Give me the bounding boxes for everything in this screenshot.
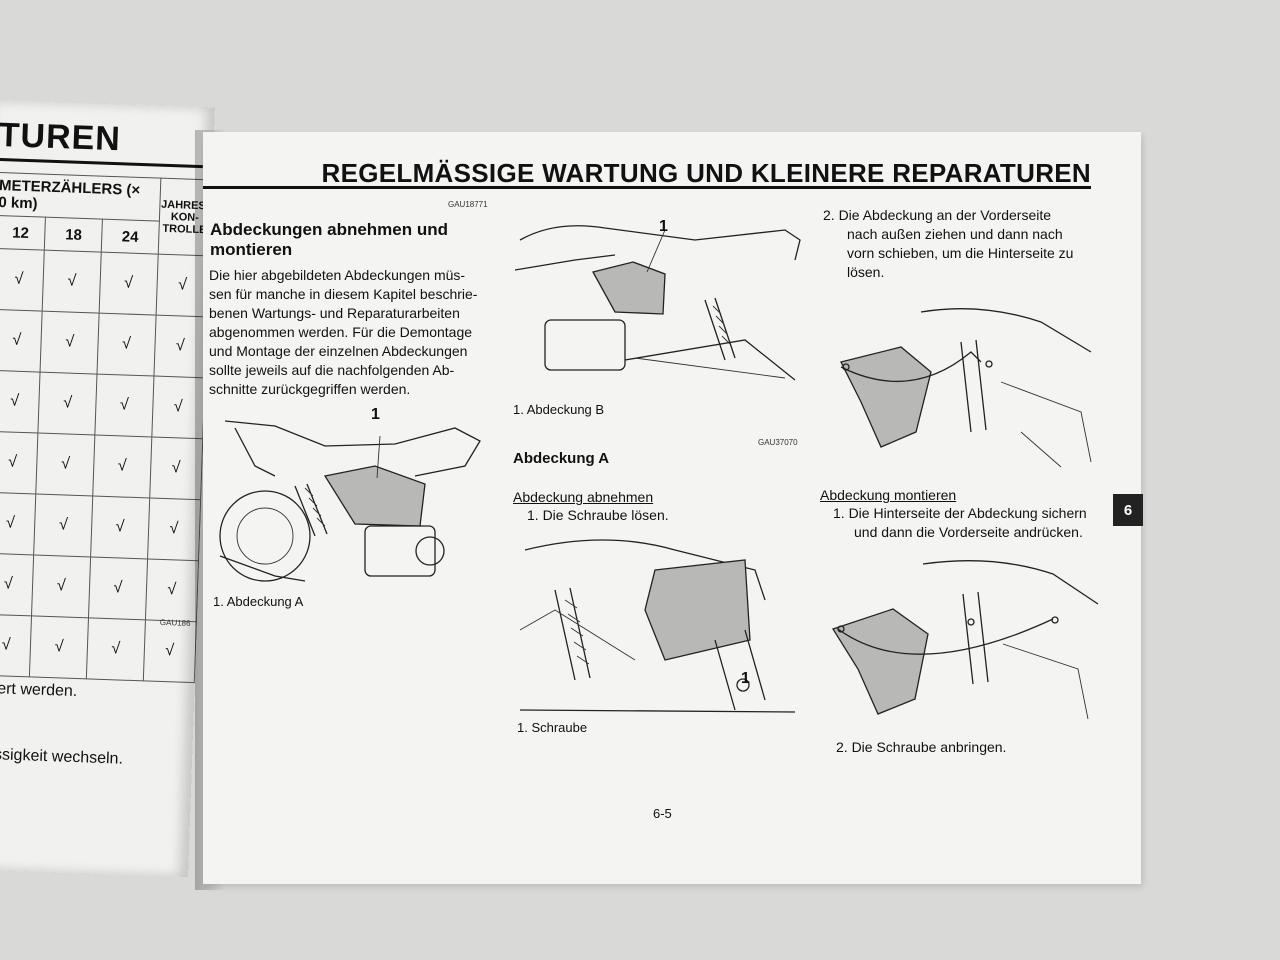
left-page-code: GAU186	[159, 617, 191, 628]
table-row: √√√√	[0, 309, 208, 378]
caption-abdeckung-a: 1. Abdeckung A	[213, 594, 304, 609]
figure-abdeckung-b: 1	[515, 210, 805, 390]
section-heading: Abdeckungen abnehmen und montieren	[210, 220, 448, 260]
motorcycle-side-illustration-b	[515, 225, 801, 381]
side-cover-screw-illustration	[519, 539, 796, 713]
table-header-odometer: METERZÄHLERS (× 0 km)	[0, 172, 161, 222]
figure-remove-cover	[821, 292, 1101, 472]
figure-callout-1: 1	[371, 406, 380, 423]
heading-abdeckung-a: Abdeckung A	[513, 450, 610, 467]
table-row: √√√√	[0, 492, 201, 561]
table-row: √√√√	[0, 553, 199, 622]
section-code-2: GAU37070	[758, 438, 798, 447]
subheading-montieren: Abdeckung montieren	[820, 487, 957, 503]
maintenance-table: METERZÄHLERS (× 0 km) JAHRES- KON- TROLL…	[0, 172, 212, 683]
page-header-title: REGELMÄSSIGE WARTUNG UND KLEINERE REPARA…	[321, 158, 1091, 188]
right-page: REGELMÄSSIGE WARTUNG UND KLEINERE REPARA…	[203, 132, 1143, 884]
step-2-attach-screw: 2. Die Schraube anbringen.	[836, 739, 1007, 755]
col-18: 18	[44, 217, 103, 253]
caption-abdeckung-b: 1. Abdeckung B	[513, 402, 605, 417]
left-page-title: TUREN	[0, 115, 122, 159]
table-row: √√√√	[0, 248, 210, 317]
subheading-abnehmen: Abdeckung abnehmen	[513, 489, 654, 505]
section-code: GAU18771	[448, 200, 488, 209]
figure-install-cover	[823, 554, 1103, 724]
col-24: 24	[101, 219, 160, 255]
left-page-rule	[0, 157, 203, 169]
header-rule	[203, 186, 1091, 189]
step-1-loosen-screw: 1. Die Schraube lösen.	[527, 507, 669, 523]
section-heading-line2: montieren	[210, 240, 293, 259]
figure-abdeckung-a: 1	[215, 406, 485, 586]
col-12: 12	[0, 215, 46, 251]
figure-b-callout-1: 1	[659, 218, 668, 235]
left-page: TUREN METERZÄHLERS (× 0 km) JAHRES- KON-…	[0, 100, 215, 878]
page-number: 6-5	[653, 806, 672, 821]
intro-paragraph: Die hier abgebildeten Abdeckungen müs- s…	[209, 267, 478, 397]
install-cover-illustration	[832, 560, 1099, 720]
chapter-tab: 6	[1113, 494, 1143, 526]
remove-cover-illustration	[840, 308, 1092, 468]
motorcycle-side-illustration	[219, 420, 481, 582]
step-2-remove: 2. Die Abdeckung an der Vorderseite nach…	[823, 207, 1074, 280]
left-page-line-1: euert werden.	[0, 679, 78, 701]
table-row: √√√√	[0, 370, 205, 439]
left-page-line-2: flüssigkeit wechseln.	[0, 745, 124, 768]
caption-schraube: 1. Schraube	[517, 720, 588, 735]
table-row: √√√√	[0, 431, 203, 500]
step-1-secure: 1. Die Hinterseite der Abdeckung sichern…	[833, 505, 1087, 540]
figure-screw: 1	[515, 530, 805, 715]
section-heading-line1: Abdeckungen abnehmen und	[210, 220, 449, 239]
figure-screw-callout-1: 1	[741, 670, 750, 687]
